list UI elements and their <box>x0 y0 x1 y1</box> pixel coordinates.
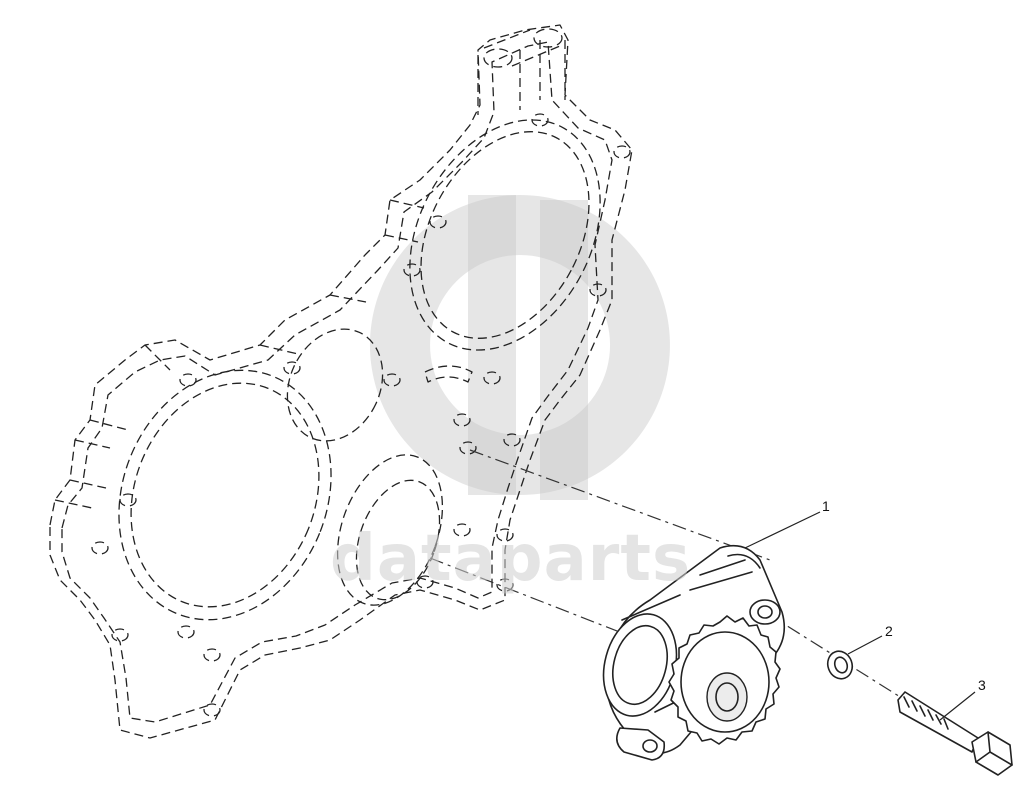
callout-label-3: 3 <box>978 677 986 693</box>
watermark-logo-icon <box>369 195 670 500</box>
callout-1: 1 <box>744 498 830 549</box>
callout-2: 2 <box>847 623 893 655</box>
hex-bolt <box>897 691 1013 776</box>
oil-pump-assembly <box>602 544 786 761</box>
washer <box>826 650 854 680</box>
watermark-text: dataparts <box>330 522 691 596</box>
callout-label-1: 1 <box>822 498 830 514</box>
drive-gear <box>668 615 781 745</box>
callout-3: 3 <box>939 677 986 721</box>
callout-label-2: 2 <box>885 623 893 639</box>
